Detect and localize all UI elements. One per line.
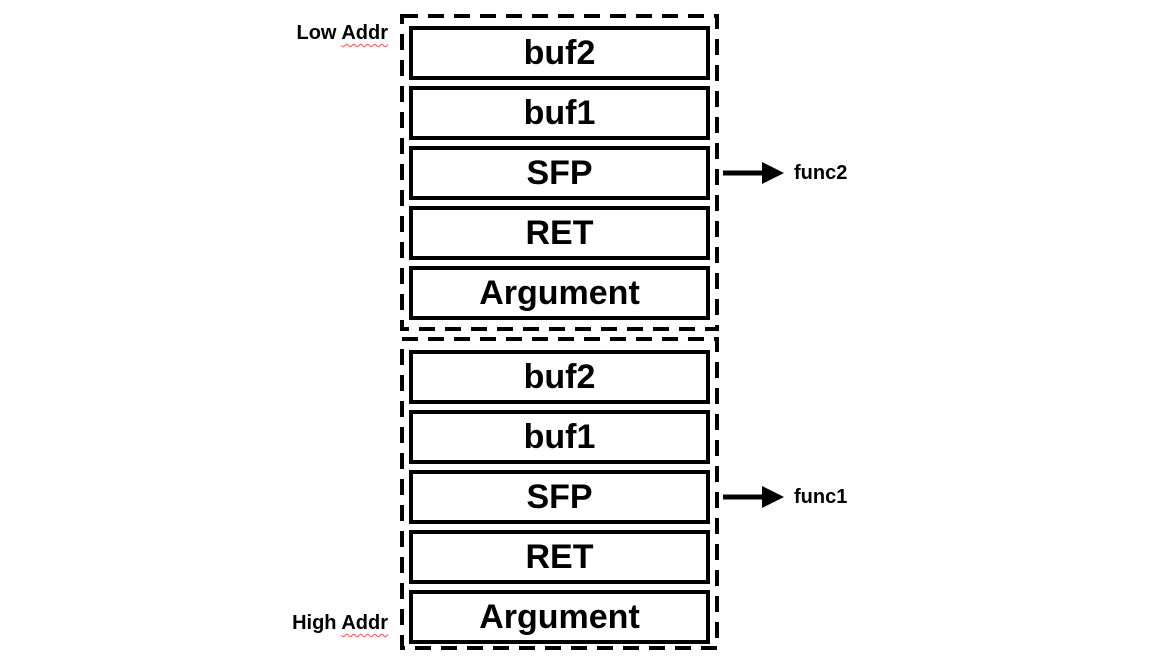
high-addr-prefix: High bbox=[292, 612, 337, 634]
func1-label: func1 bbox=[794, 485, 848, 508]
stack-cell-buf2: buf2 bbox=[409, 26, 710, 80]
low-addr-label: Low Addr bbox=[240, 22, 389, 45]
stack-frame-func1: buf2 buf1 SFP RET Argument bbox=[400, 337, 719, 650]
stack-cell-ret: RET bbox=[409, 530, 710, 584]
stack-cell-ret: RET bbox=[409, 206, 710, 260]
low-addr-prefix: Low bbox=[296, 22, 337, 44]
stack-cell-buf1: buf1 bbox=[409, 86, 710, 140]
stack-cell-sfp: SFP bbox=[409, 146, 710, 200]
high-addr-label: High Addr bbox=[240, 612, 388, 635]
stack-cell-buf2: buf2 bbox=[409, 350, 710, 404]
stack-frame-func2: buf2 buf1 SFP RET Argument bbox=[400, 14, 719, 331]
stack-cell-buf1: buf1 bbox=[409, 410, 710, 464]
low-addr-word: Addr bbox=[341, 22, 388, 44]
arrow-right-icon bbox=[723, 486, 784, 508]
stack-cell-argument: Argument bbox=[409, 590, 710, 644]
arrow-right-icon bbox=[723, 162, 784, 184]
func2-label: func2 bbox=[794, 161, 848, 184]
high-addr-word: Addr bbox=[341, 612, 388, 634]
stack-cell-argument: Argument bbox=[409, 266, 710, 320]
stack-cell-sfp: SFP bbox=[409, 470, 710, 524]
